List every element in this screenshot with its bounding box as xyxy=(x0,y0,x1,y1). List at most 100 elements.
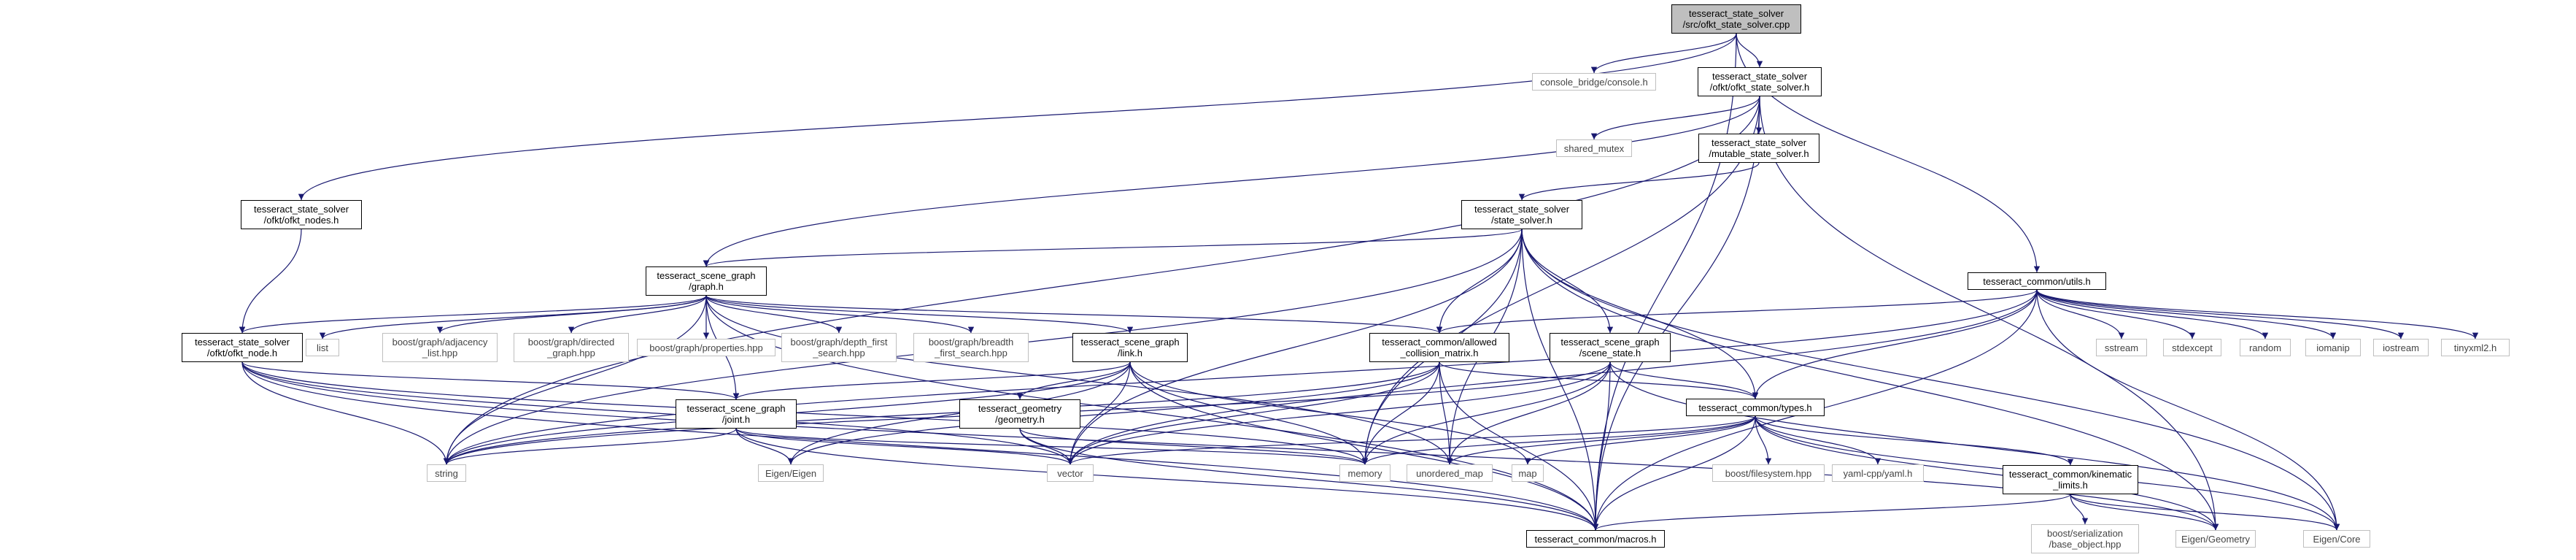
edge-acm-to-umap xyxy=(1439,361,1453,465)
node-scenestate[interactable]: tesseract_scene_graph /scene_state.h xyxy=(1550,333,1671,362)
node-vector: vector xyxy=(1047,464,1094,482)
edge-utils-to-stdexcept xyxy=(2036,289,2196,340)
node-graph[interactable]: tesseract_scene_graph /graph.h xyxy=(646,266,767,296)
edge-ofktss-to-memory xyxy=(1361,96,1760,465)
node-joint[interactable]: tesseract_scene_graph /joint.h xyxy=(676,399,797,429)
edge-graph-to-adjlist xyxy=(436,295,707,334)
edge-ofktnode-to-macros xyxy=(241,361,1599,531)
edge-link-to-vector xyxy=(1067,361,1131,465)
edge-ofktss-to-shmutex xyxy=(1590,96,1760,140)
node-mutss[interactable]: tesseract_state_solver /mutable_state_so… xyxy=(1698,134,1819,163)
node-bfs: boost/graph/breadth _first_search.hpp xyxy=(913,333,1029,362)
edge-acm-to-string xyxy=(443,361,1440,465)
edge-ofktnodes-to-ofktnode xyxy=(239,229,302,334)
edge-scenestate-to-memory xyxy=(1361,361,1611,465)
edge-statesolver-to-graph xyxy=(703,229,1523,267)
edge-statesolver-to-acm xyxy=(1436,229,1523,334)
edge-utils-to-iostream xyxy=(2036,289,2405,340)
node-string: string xyxy=(427,464,466,482)
edge-link-to-macros xyxy=(1129,361,1599,531)
edge-mutss-to-statesolver xyxy=(1518,162,1760,201)
node-acm[interactable]: tesseract_common/allowed _collision_matr… xyxy=(1369,333,1509,362)
edge-acm-to-memory xyxy=(1361,361,1440,465)
edge-acm-to-eigen xyxy=(787,361,1440,465)
node-ofktnodes[interactable]: tesseract_state_solver /ofkt/ofkt_nodes.… xyxy=(241,200,362,229)
edge-utils-to-eigencore xyxy=(2036,289,2340,531)
edge-utils-to-acm xyxy=(1436,289,2038,334)
node-fs: boost/filesystem.hpp xyxy=(1712,464,1825,482)
node-ofktss[interactable]: tesseract_state_solver /ofkt/ofkt_state_… xyxy=(1698,67,1822,96)
edge-types-to-map xyxy=(1524,415,1756,465)
edge-joint-to-string xyxy=(443,428,737,465)
edge-ofktss-to-graph xyxy=(703,96,1760,267)
edge-graph-to-link xyxy=(705,295,1134,334)
edge-utils-to-vector xyxy=(1067,289,2038,465)
edge-kin-to-macros xyxy=(1593,494,2071,531)
edge-acm-to-macros xyxy=(1439,361,1599,531)
node-shmutex: shared_mutex xyxy=(1556,139,1632,157)
node-random: random xyxy=(2240,339,2291,356)
edge-kin-to-eigencore xyxy=(2070,494,2340,531)
node-iomanip: iomanip xyxy=(2305,339,2361,356)
node-yaml: yaml-cpp/yaml.h xyxy=(1832,464,1924,482)
edge-types-to-vector xyxy=(1067,415,1756,465)
edge-kin-to-eigengeo xyxy=(2070,494,2219,531)
edge-types-to-kin xyxy=(1755,415,2074,466)
edge-utils-to-string xyxy=(443,289,2038,465)
node-eigencore: Eigen/Core xyxy=(2303,530,2370,548)
edge-geometry-to-macros xyxy=(1019,428,1599,531)
edge-kin-to-serial xyxy=(2070,494,2089,525)
edge-joint-to-memory xyxy=(735,428,1368,465)
node-kin[interactable]: tesseract_common/kinematic _limits.h xyxy=(2003,465,2138,494)
edge-link-to-geometry xyxy=(1016,361,1131,400)
edge-graph-to-ofktnode xyxy=(239,295,707,334)
edge-root-to-console xyxy=(1590,33,1737,74)
node-serial: boost/serialization /base_object.hpp xyxy=(2031,524,2139,553)
node-adjlist: boost/graph/adjacency _list.hpp xyxy=(382,333,498,362)
node-memory: memory xyxy=(1339,464,1391,482)
node-console: console_bridge/console.h xyxy=(1532,73,1656,91)
node-dfs: boost/graph/depth_first _search.hpp xyxy=(781,333,897,362)
node-statesolver[interactable]: tesseract_state_solver /state_solver.h xyxy=(1461,200,1582,229)
node-ofktnode[interactable]: tesseract_state_solver /ofkt/ofkt_node.h xyxy=(182,333,303,362)
edge-types-to-fs xyxy=(1755,415,1772,465)
dependency-edges xyxy=(239,33,2479,531)
edge-graph-to-bfs xyxy=(705,295,975,334)
edge-scenestate-to-eigencore xyxy=(1609,361,2340,531)
edge-types-to-macros xyxy=(1592,415,1756,531)
edge-root-to-macros xyxy=(1592,33,1737,531)
edge-acm-to-vector xyxy=(1067,361,1440,465)
node-umap: unordered_map xyxy=(1407,464,1493,482)
node-macros[interactable]: tesseract_common/macros.h xyxy=(1526,530,1665,548)
node-eigen: Eigen/Eigen xyxy=(758,464,824,482)
node-iostream: iostream xyxy=(2373,339,2429,356)
edge-utils-to-types xyxy=(1752,289,2038,399)
node-geometry[interactable]: tesseract_geometry /geometry.h xyxy=(959,399,1080,429)
edge-types-to-eigengeo xyxy=(1755,415,2219,531)
edge-ofktnode-to-eigengeo xyxy=(241,361,2219,531)
node-root[interactable]: tesseract_state_solver /src/ofkt_state_s… xyxy=(1671,4,1801,34)
node-link[interactable]: tesseract_scene_graph /link.h xyxy=(1072,333,1188,362)
edge-types-to-umap xyxy=(1446,415,1756,465)
edge-joint-to-vector xyxy=(735,428,1074,465)
edge-joint-to-eigen xyxy=(735,428,794,465)
node-stdexcept: stdexcept xyxy=(2163,339,2221,356)
edge-statesolver-to-eigencore xyxy=(1521,229,2340,531)
edge-utils-to-random xyxy=(2036,289,2269,340)
node-utils[interactable]: tesseract_common/utils.h xyxy=(1968,272,2106,290)
edge-ofktnode-to-joint xyxy=(241,361,739,400)
edge-graph-to-string xyxy=(443,295,707,465)
node-types[interactable]: tesseract_common/types.h xyxy=(1686,399,1825,416)
edge-scenestate-to-macros xyxy=(1592,361,1611,531)
edge-graph-to-directed xyxy=(568,295,707,334)
edge-utils-to-sstream xyxy=(2036,289,2125,340)
edge-graph-to-acm xyxy=(705,295,1442,334)
edge-link-to-map xyxy=(1129,361,1531,465)
edge-joint-to-macros xyxy=(735,428,1599,531)
edge-geometry-to-memory xyxy=(1019,428,1369,465)
edge-utils-to-iomanip xyxy=(2036,289,2337,340)
edge-link-to-memory xyxy=(1129,361,1369,465)
node-eigengeo: Eigen/Geometry xyxy=(2175,530,2256,548)
node-tinyxml2: tinyxml2.h xyxy=(2441,339,2510,356)
